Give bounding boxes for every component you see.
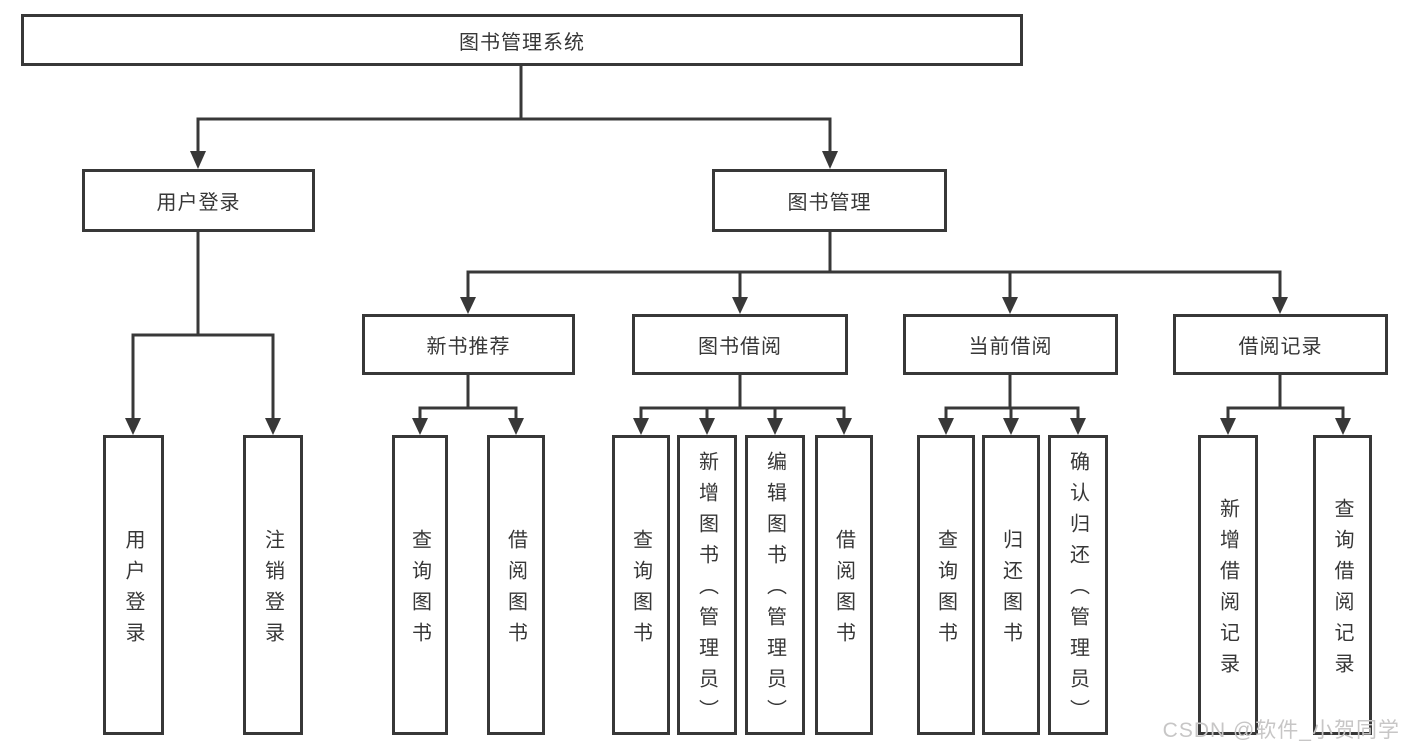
node-library-system-label: 图书管理系统 [459,31,585,54]
leaf-return-books-label: 归还图书 [999,528,1022,653]
leaf-user-login: 用户登录 [103,435,164,735]
leaf-borrow-books-label: 借阅图书 [832,528,855,653]
leaf-return-books: 归还图书 [982,435,1040,735]
leaf-query-books-recommend-label: 查询图书 [408,528,431,653]
node-borrowing-records-label: 借阅记录 [1238,336,1323,358]
leaf-add-borrow-record: 新增借阅记录 [1198,435,1258,735]
leaf-logout: 注销登录 [243,435,303,735]
leaf-query-books-current-label: 查询图书 [934,528,957,653]
leaf-borrow-books-recommend-label: 借阅图书 [504,528,527,653]
leaf-add-borrow-record-label: 新增借阅记录 [1216,497,1239,684]
node-borrowing-records: 借阅记录 [1173,314,1388,375]
connector-borrow-split [639,406,846,420]
node-library-system: 图书管理系统 [21,14,1023,66]
connector-records-split [1226,406,1345,420]
leaf-query-books-current: 查询图书 [917,435,975,735]
leaf-borrow-books: 借阅图书 [815,435,873,735]
node-book-borrowing-label: 图书借阅 [698,336,782,358]
node-user-login: 用户登录 [82,169,315,232]
leaf-borrow-books-recommend: 借阅图书 [487,435,545,735]
leaf-edit-books-admin: 编辑图书（管理员） [745,435,805,735]
leaf-query-books-recommend: 查询图书 [392,435,448,735]
node-book-borrowing: 图书借阅 [632,314,848,375]
csdn-watermark: CSDN @软件_小贺同学 [1162,719,1400,742]
leaf-edit-books-admin-label: 编辑图书（管理员） [763,451,786,730]
leaf-add-books-admin-label: 新增图书（管理员） [695,451,718,730]
connector-bookmgmt-split [466,270,1282,297]
node-new-book-recommend-label: 新书推荐 [426,336,511,358]
connector-userlogin-split [131,333,275,420]
leaf-query-books-borrowing-label: 查询图书 [629,528,652,653]
node-book-management-label: 图书管理 [787,192,872,214]
arrowheads [125,151,1351,435]
node-user-login-label: 用户登录 [156,192,241,214]
leaf-user-login-label: 用户登录 [122,528,144,653]
node-new-book-recommend: 新书推荐 [362,314,575,375]
node-current-borrowing: 当前借阅 [903,314,1118,375]
connector-root-split [196,117,832,152]
leaf-query-books-borrowing: 查询图书 [612,435,670,735]
leaf-confirm-return-admin-label: 确认归还（管理员） [1066,451,1089,730]
connector-newbook-split [418,406,518,420]
leaf-query-borrow-record: 查询借阅记录 [1313,435,1372,735]
node-current-borrowing-label: 当前借阅 [968,336,1053,358]
node-book-management: 图书管理 [712,169,947,232]
leaf-add-books-admin: 新增图书（管理员） [677,435,737,735]
leaf-query-borrow-record-label: 查询借阅记录 [1331,497,1353,684]
leaf-confirm-return-admin: 确认归还（管理员） [1048,435,1108,735]
leaf-logout-label: 注销登录 [261,528,284,653]
